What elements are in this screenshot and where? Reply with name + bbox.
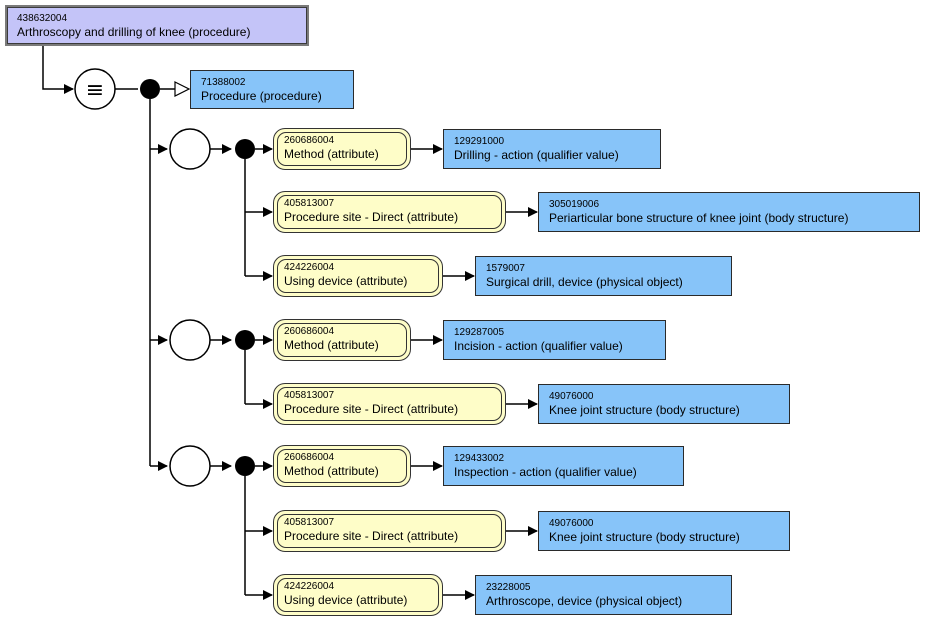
attribute-box-term: Using device (attribute) [284, 274, 408, 288]
value-concept-box-term: Arthroscope, device (physical object) [486, 594, 683, 608]
attribute-box-term: Procedure site - Direct (attribute) [284, 210, 459, 224]
attribute-box-term: Method (attribute) [284, 464, 379, 478]
focus-concept-term: Arthroscopy and drilling of knee (proced… [17, 25, 251, 39]
group-conjunction-node [235, 330, 255, 350]
value-concept-box-term: Knee joint structure (body structure) [549, 530, 740, 544]
attribute-box-term: Method (attribute) [284, 338, 379, 352]
focus-concept-box[interactable]: 438632004 Arthroscopy and drilling of kn… [5, 5, 309, 46]
attribute-box-term: Procedure site - Direct (attribute) [284, 402, 459, 416]
attribute-box-code: 260686004 [284, 135, 335, 146]
parent-concept-term: Procedure (procedure) [201, 89, 322, 103]
value-concept-box-term: Drilling - action (qualifier value) [454, 148, 619, 162]
group-circle [169, 445, 211, 487]
attribute-box-term: Procedure site - Direct (attribute) [284, 529, 459, 543]
attribute-box-code: 405813007 [284, 390, 335, 401]
attribute-box-code: 405813007 [284, 198, 335, 209]
value-concept-box-code: 129287005 [454, 327, 505, 338]
attribute-box-term: Method (attribute) [284, 147, 379, 161]
parent-concept-box[interactable]: 71388002 Procedure (procedure) [190, 70, 354, 109]
parent-concept-code: 71388002 [201, 77, 246, 88]
group-circle [169, 128, 211, 170]
value-concept-box-code: 305019006 [549, 199, 600, 210]
attribute-box-code: 424226004 [284, 581, 335, 592]
value-concept-box-code: 129291000 [454, 136, 505, 147]
value-concept-box-code: 1579007 [486, 263, 525, 274]
conjunction-node [140, 79, 160, 99]
group-circle [169, 319, 211, 361]
connector-line [42, 46, 74, 94]
definition-status-symbol: ≡ [86, 78, 104, 103]
group-conjunction-node [235, 139, 255, 159]
value-concept-box-term: Surgical drill, device (physical object) [486, 275, 683, 289]
value-concept-box-code: 49076000 [549, 518, 594, 529]
focus-concept-code: 438632004 [17, 13, 68, 24]
attribute-box-term: Using device (attribute) [284, 593, 408, 607]
attribute-box-code: 405813007 [284, 517, 335, 528]
value-concept-box-term: Incision - action (qualifier value) [454, 339, 623, 353]
value-concept-box-term: Knee joint structure (body structure) [549, 403, 740, 417]
attribute-box-code: 260686004 [284, 326, 335, 337]
value-concept-box-term: Inspection - action (qualifier value) [454, 465, 637, 479]
attribute-box-code: 260686004 [284, 452, 335, 463]
attribute-box-code: 424226004 [284, 262, 335, 273]
group-conjunction-node [235, 456, 255, 476]
value-concept-box-code: 129433002 [454, 453, 505, 464]
is-a-arrowhead [174, 81, 191, 97]
value-concept-box-term: Periarticular bone structure of knee joi… [549, 211, 849, 225]
value-concept-box-code: 23228005 [486, 582, 531, 593]
value-concept-box-code: 49076000 [549, 391, 594, 402]
